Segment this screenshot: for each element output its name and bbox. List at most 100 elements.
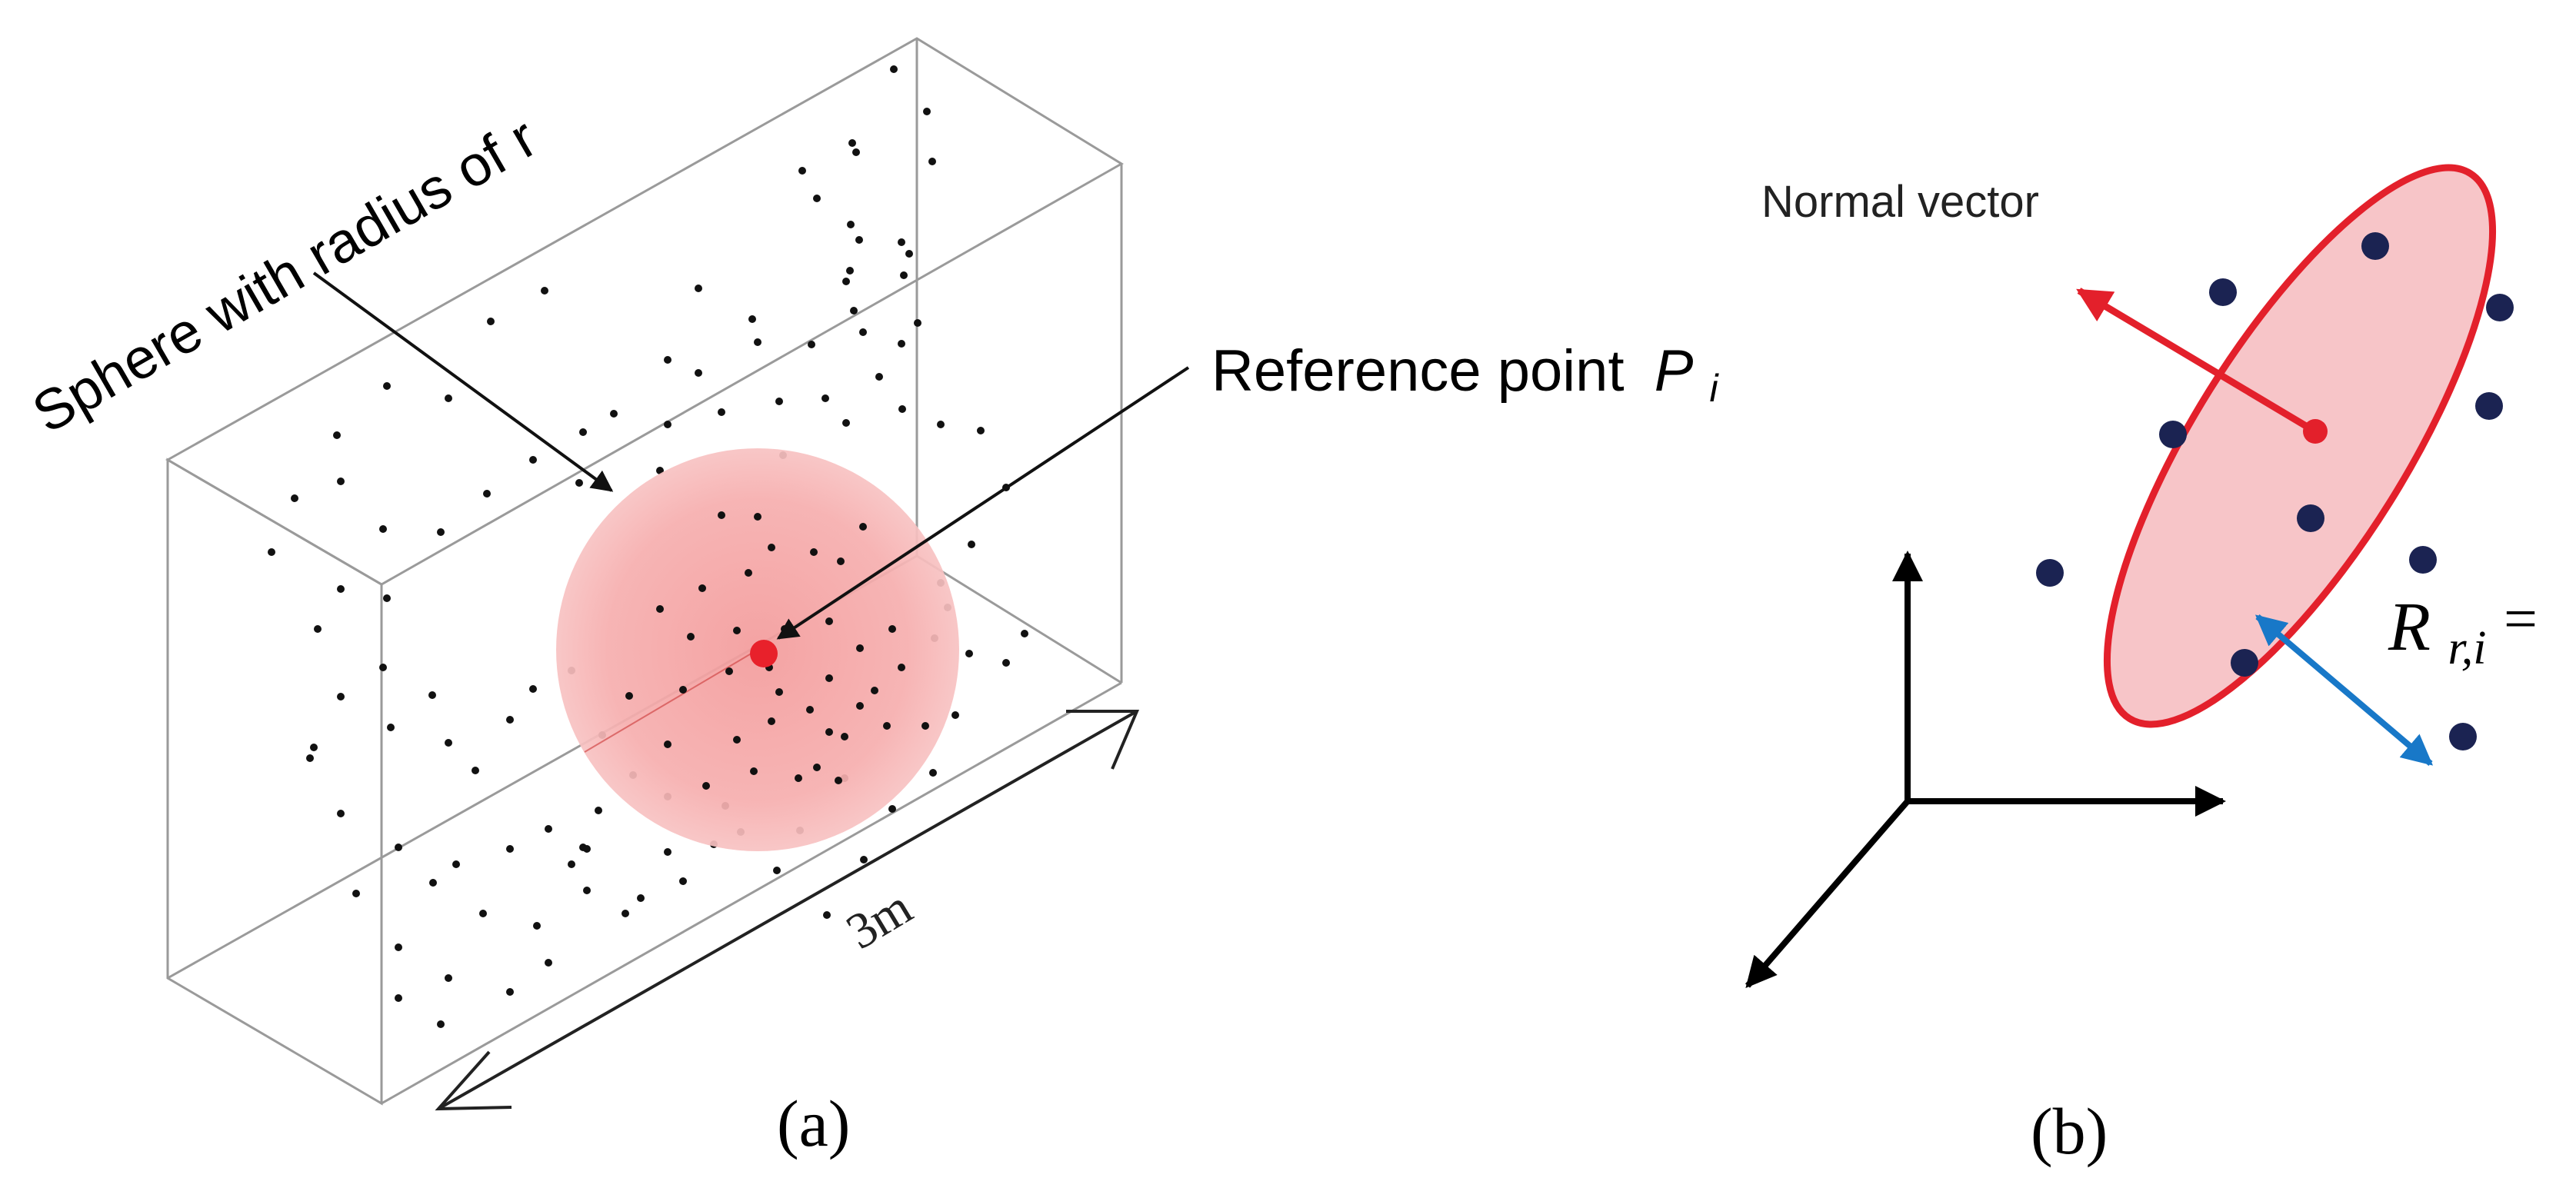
point [702,782,710,790]
point [529,456,537,464]
point [679,686,687,694]
neighbor-node [2409,546,2437,574]
point [622,910,629,917]
point [695,285,702,292]
point [387,724,395,731]
point [748,315,756,323]
point [825,674,833,682]
point [664,848,671,856]
point [900,271,908,279]
point [583,887,591,894]
point [575,479,583,487]
point [437,528,445,536]
point [487,318,495,325]
point [775,398,783,405]
neighbor-node [2231,649,2258,677]
reference-point [750,640,778,667]
point [383,382,391,390]
point [337,585,345,593]
neighbor-node [2449,723,2477,750]
point [383,594,391,602]
reference-label-text: Reference point [1211,338,1625,404]
point [679,877,687,885]
point [445,974,452,982]
dimension-arrow [435,710,1140,1111]
point [506,716,514,724]
point [579,428,587,436]
point [806,706,814,714]
point [813,764,821,771]
neighbor-node [2297,504,2324,532]
point [472,767,479,774]
point [718,408,725,416]
point [314,625,322,633]
point [883,722,891,730]
point [664,740,671,748]
point [898,664,905,671]
caption-a: (a) [777,1087,850,1160]
point [533,922,541,930]
point [733,627,741,634]
point [856,644,864,652]
coordinate-axes [1745,551,2226,989]
point [842,278,850,285]
point [768,717,775,725]
point [568,860,575,868]
point [268,548,275,556]
point [859,523,867,531]
point [395,943,402,951]
point [798,167,806,175]
point [306,754,314,762]
point [795,774,802,782]
reference-label: Reference point P i [1211,338,1720,410]
point [768,544,775,551]
caption-b: (b) [2031,1094,2108,1168]
point [871,687,878,694]
point [898,238,905,246]
box-edge-bottom-front [381,681,1122,1105]
point [541,287,548,295]
point [445,394,452,402]
distance-label: R r,i = [2388,585,2538,679]
point [968,541,975,548]
point [852,148,860,156]
point [841,733,848,740]
point [821,394,829,402]
point [929,769,937,777]
point [610,410,618,418]
neighbor-node [2159,421,2187,448]
point [733,736,741,744]
neighbor-node [2361,232,2389,260]
neighbor-node [2475,392,2503,420]
point [775,688,783,696]
point [837,557,845,565]
point [687,633,695,641]
point [977,427,985,434]
fitted-plane [2103,164,2497,728]
dimension-label: 3m [837,879,921,960]
point [928,158,936,165]
point [848,139,856,147]
distance-arrow [2254,614,2434,767]
point [718,511,725,519]
point [429,879,437,887]
point [479,910,487,917]
point [1002,659,1010,667]
point [698,584,706,592]
point [846,267,854,275]
point [921,722,929,730]
point [965,650,973,657]
point [310,744,318,751]
point [842,419,850,427]
point [923,108,931,115]
point [506,845,514,853]
point [813,195,821,202]
sphere-label-arrow [312,271,614,492]
point [850,307,858,314]
point [595,807,602,814]
point [725,667,733,675]
point [656,605,664,613]
distance-suffix: = [2504,585,2538,652]
point [898,340,905,348]
